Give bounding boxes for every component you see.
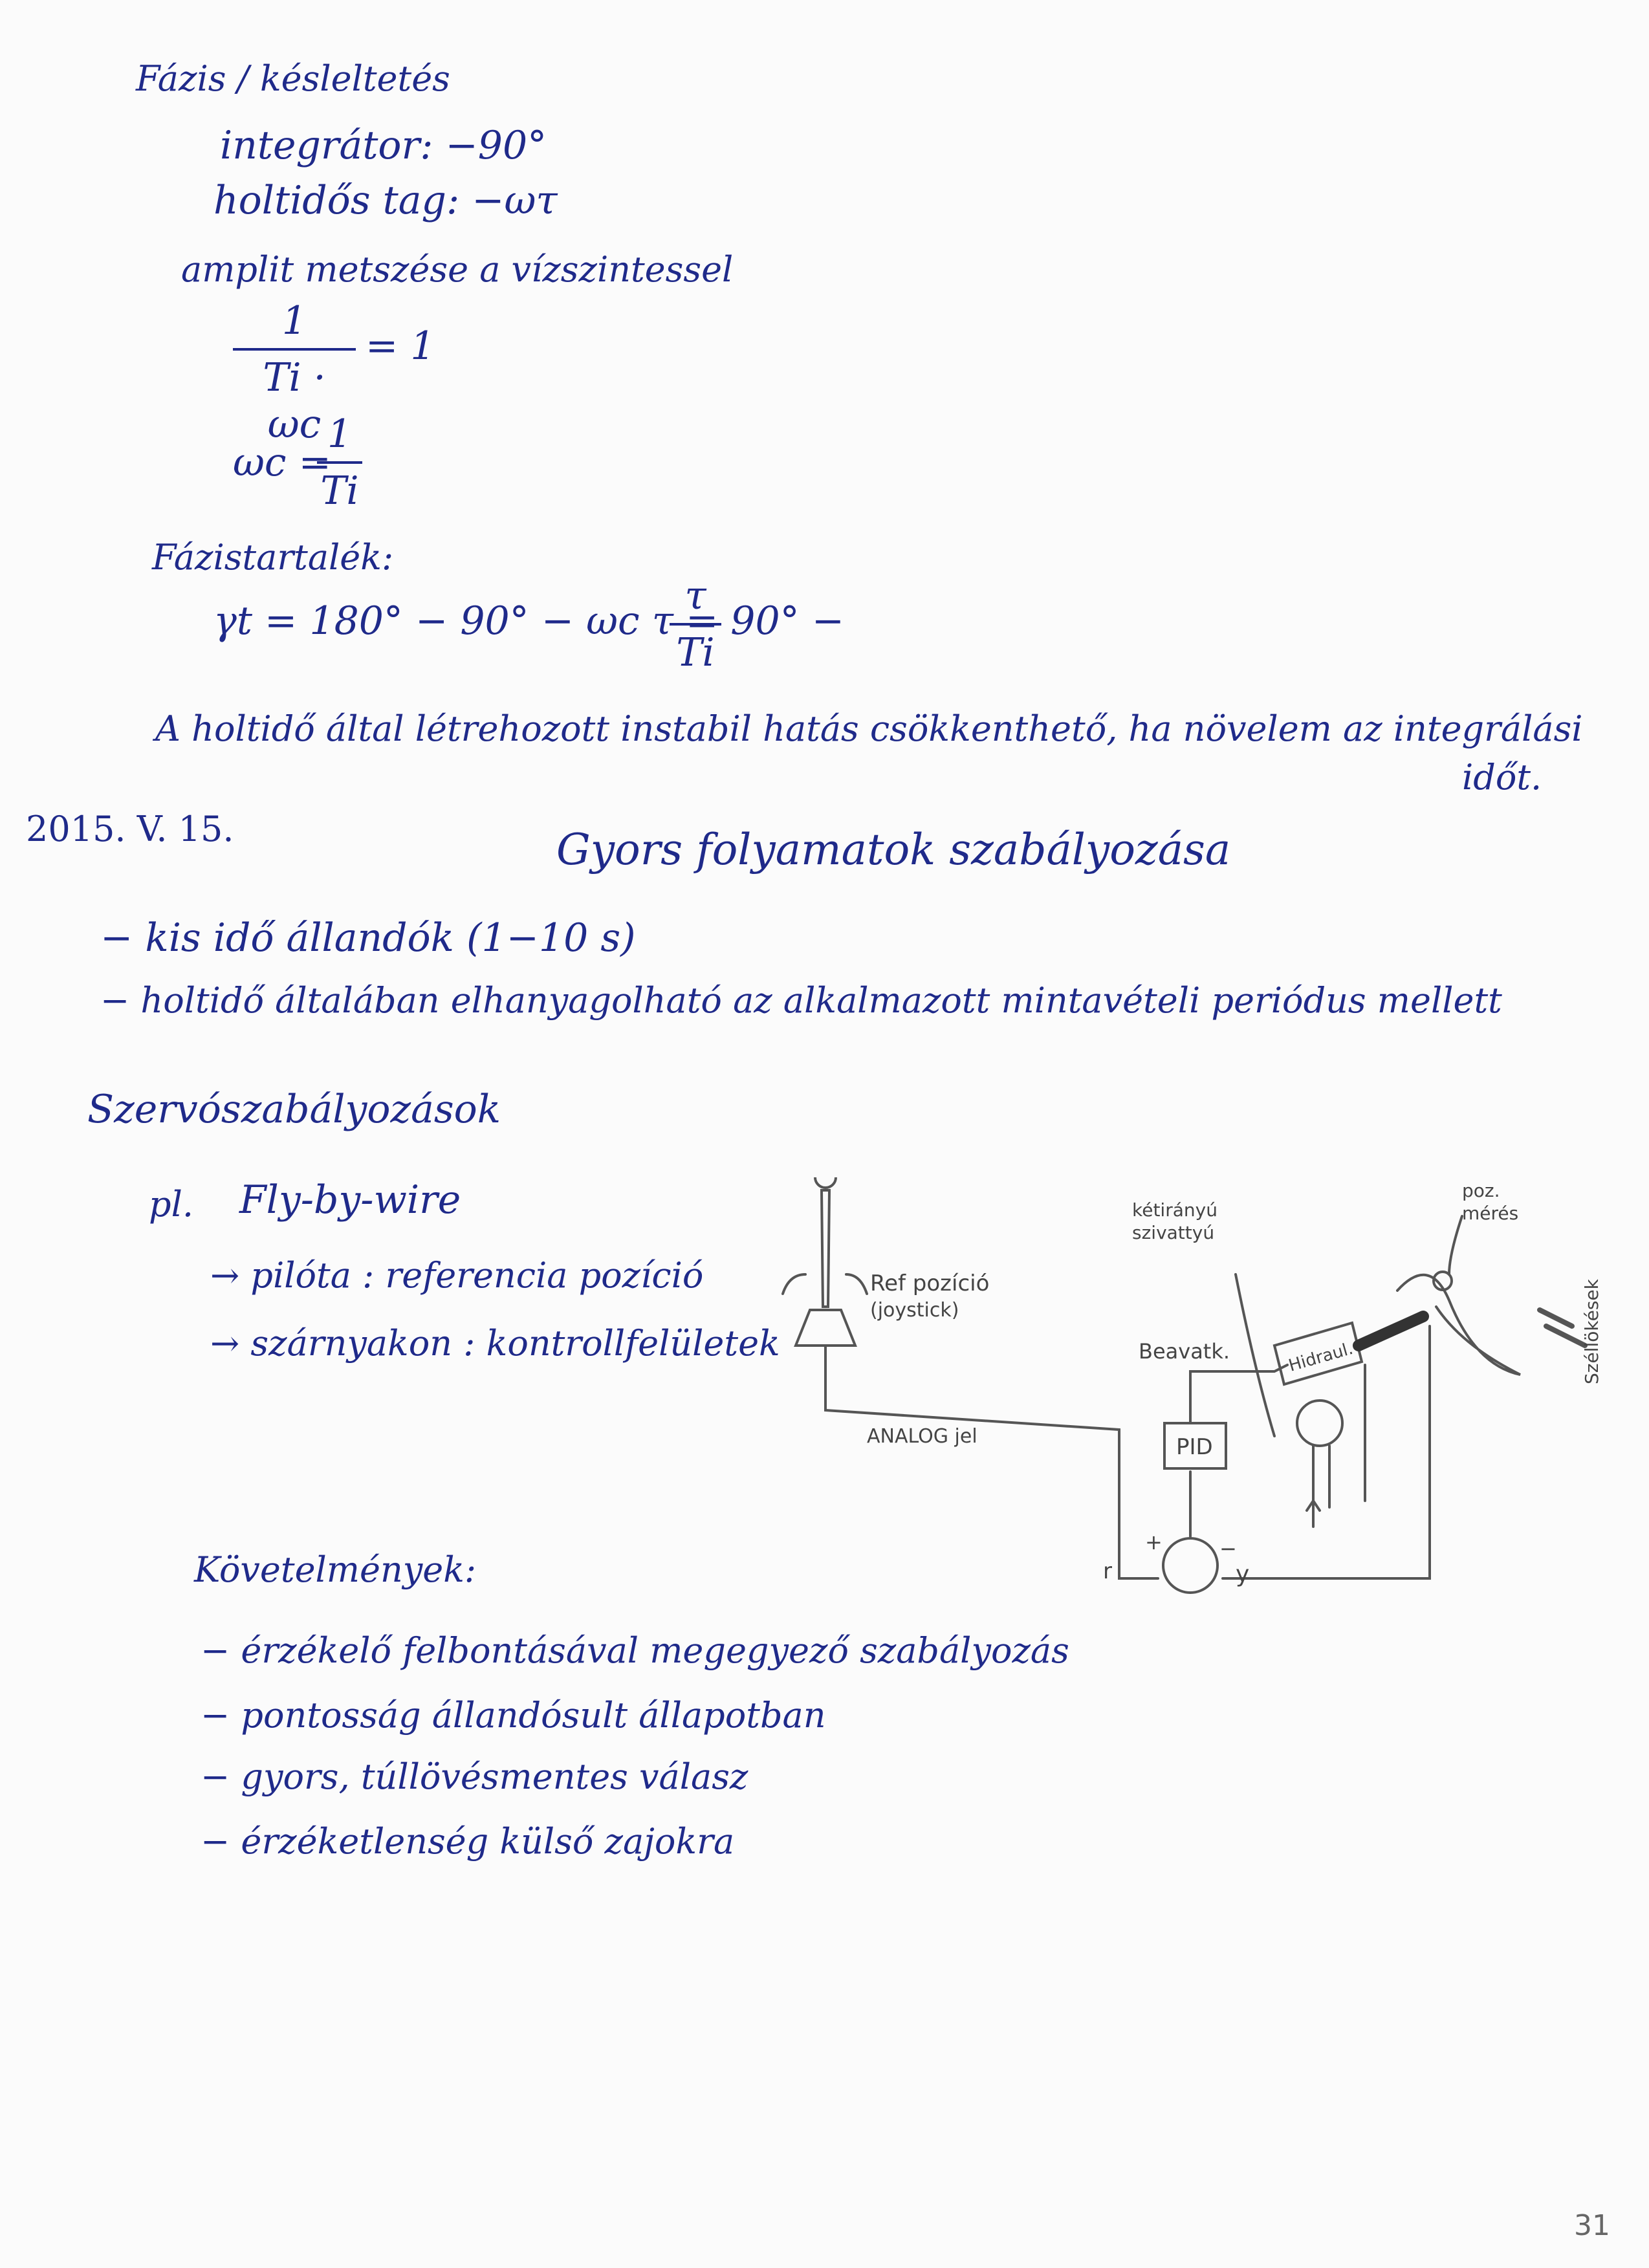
joystick-label: (joystick) bbox=[870, 1299, 959, 1322]
pump-circle bbox=[1296, 1399, 1344, 1447]
integrator-line: integrátor: −90° bbox=[220, 123, 547, 168]
position-pointer bbox=[1448, 1215, 1463, 1276]
valve-label-2: szivattyú bbox=[1132, 1222, 1214, 1243]
date-label: 2015. V. 15. bbox=[26, 809, 234, 849]
conclusion-line-1: A holtidő által létrehozott instabil hat… bbox=[155, 708, 1583, 749]
margin-heading: Fázistartalék: bbox=[152, 537, 394, 578]
fraction-bar bbox=[233, 348, 356, 351]
joystick-base bbox=[794, 1309, 857, 1347]
joystick-stick bbox=[820, 1189, 831, 1308]
deadtime-line: holtidős tag: −ωτ bbox=[213, 178, 558, 223]
joystick-pivot bbox=[814, 1177, 837, 1189]
equation-1-fraction: 1 Ti · ωc bbox=[233, 298, 356, 448]
analog-signal-line bbox=[824, 1346, 1159, 1580]
fly-by-wire-diagram: Ref pozíció (joystick) ANALOG jel Beavat… bbox=[781, 1177, 1602, 1594]
position-label-1: poz. bbox=[1462, 1180, 1500, 1201]
example-label: pl. bbox=[149, 1184, 194, 1225]
requirement-noise-insensitivity: − érzéketlenség külső zajokra bbox=[201, 1821, 735, 1862]
actuator-arm bbox=[1353, 1311, 1429, 1351]
bullet-time-constants: − kis idő állandók (1−10 s) bbox=[100, 915, 636, 961]
eq2-numerator: 1 bbox=[327, 411, 353, 457]
arrow-wings: → szárnyakon : kontrollfelületek bbox=[210, 1323, 780, 1364]
hydraulic-label: Hidraul. bbox=[1287, 1339, 1355, 1376]
fraction-bar bbox=[317, 461, 362, 464]
pid-block bbox=[1163, 1422, 1227, 1470]
analog-signal-label: ANALOG jel bbox=[867, 1425, 977, 1448]
hydraulic-block bbox=[1272, 1321, 1364, 1386]
requirement-accuracy: − pontosság állandósult állapotban bbox=[201, 1695, 826, 1736]
wind-gusts-label: Széllökések bbox=[1581, 1278, 1602, 1384]
plus-sign: + bbox=[1145, 1530, 1163, 1554]
conclusion-line-2: időt. bbox=[1462, 757, 1542, 798]
eq2-denominator: Ti bbox=[320, 468, 359, 514]
pivot-point bbox=[1432, 1270, 1453, 1291]
servo-heading: Szervószabályozások bbox=[87, 1087, 501, 1132]
margin-numerator: τ bbox=[684, 573, 706, 618]
phase-heading: Fázis / késleltetés bbox=[136, 58, 450, 99]
margin-fraction: τ Ti bbox=[670, 572, 721, 676]
up-arrow bbox=[1305, 1499, 1321, 1528]
pid-label: PID bbox=[1176, 1434, 1213, 1460]
beavatk-label: Beavatk. bbox=[1139, 1339, 1230, 1364]
minus-sign: − bbox=[1219, 1536, 1237, 1561]
summing-junction bbox=[1162, 1537, 1219, 1594]
wind-arrows bbox=[1537, 1307, 1588, 1348]
section-title: Gyors folyamatok szabályozása bbox=[556, 825, 1231, 875]
equation-2-fraction: 1 Ti bbox=[317, 411, 362, 514]
page-number: 31 bbox=[1574, 2209, 1610, 2242]
output-y-label: y bbox=[1236, 1561, 1249, 1587]
control-surface bbox=[1396, 1273, 1521, 1376]
feedback-line bbox=[1221, 1325, 1431, 1580]
joystick-motion-arrow-right bbox=[845, 1273, 868, 1295]
example-value: Fly-by-wire bbox=[239, 1177, 461, 1223]
pid-to-actuator-line bbox=[1189, 1364, 1289, 1424]
reference-r-label: r bbox=[1103, 1558, 1112, 1584]
amplitude-line: amplit metszése a vízszintessel bbox=[181, 249, 734, 290]
valve-label-1: kétirányú bbox=[1132, 1199, 1218, 1221]
joystick-motion-arrow-left bbox=[781, 1273, 807, 1295]
valve-pointer bbox=[1234, 1273, 1276, 1437]
requirements-heading: Követelmények: bbox=[194, 1549, 477, 1590]
arrow-pilot: → pilóta : referencia pozíció bbox=[210, 1255, 704, 1296]
position-label-2: mérés bbox=[1462, 1203, 1518, 1224]
fraction-bar bbox=[670, 623, 721, 626]
bullet-deadtime: − holtidő általában elhanyagolható az al… bbox=[100, 980, 1502, 1021]
ref-position-label: Ref pozíció bbox=[870, 1270, 989, 1296]
requirement-resolution: − érzékelő felbontásával megegyező szabá… bbox=[201, 1630, 1069, 1671]
requirement-fast-response: − gyors, túllövésmentes válasz bbox=[201, 1756, 748, 1797]
eq1-denominator: Ti · ωc bbox=[263, 355, 326, 447]
margin-equation: γt = 180° − 90° − ωc τ = 90° − bbox=[213, 598, 844, 644]
eq1-rhs: = 1 bbox=[366, 323, 435, 369]
margin-denominator: Ti bbox=[676, 630, 715, 675]
eq2-lhs: ωc = bbox=[233, 440, 331, 485]
eq1-numerator: 1 bbox=[281, 298, 307, 343]
